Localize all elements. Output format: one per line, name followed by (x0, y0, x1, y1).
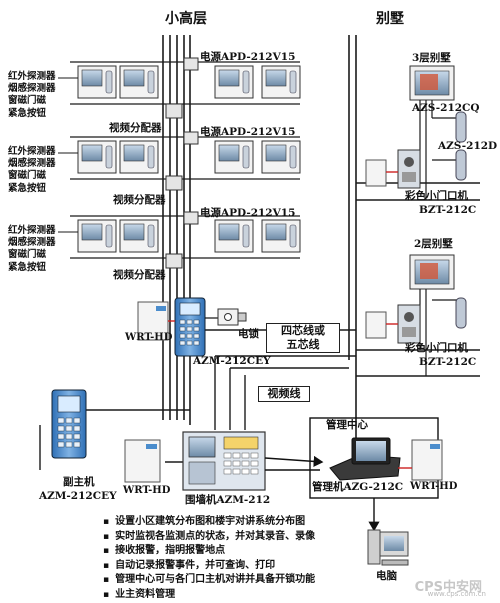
monitor-screen (123, 69, 145, 87)
monitor-handset (289, 224, 297, 248)
wall-unit-panel (182, 431, 266, 491)
monitor-screen (81, 69, 103, 87)
feature-item: 管理中心可与各门口主机对讲并具备开锁功能 (103, 573, 315, 588)
power-supply-box (183, 57, 199, 71)
power-supply-label-1: 电源APD-212V15 (200, 51, 296, 63)
riser-lines (162, 35, 191, 425)
monitor-handset (242, 224, 250, 248)
villa-risers (348, 35, 357, 455)
computer-icon (367, 529, 409, 566)
sub-host-label: 副主机 AZM-212CEY (39, 476, 117, 502)
villa3-monitor-label: AZS-212CQ (412, 102, 480, 114)
video-splitter-label-2: 视频分配器 (113, 194, 166, 206)
floor-groups (58, 57, 301, 269)
villa3-wrt-hd (365, 159, 398, 187)
villa2-handset (455, 297, 467, 329)
sub-host-panel (51, 389, 87, 459)
monitor-screen (218, 144, 240, 162)
villa2-monitor (409, 254, 455, 290)
power-supply-label-2: 电源APD-212V15 (200, 126, 296, 138)
monitor-screen (218, 223, 240, 241)
sensor-labels-1: 红外探测器烟感探测器窗磁门磁紧急按钮 (8, 71, 56, 119)
villa2-title: 2层别墅 (414, 238, 453, 250)
electric-lock-icon (205, 308, 247, 326)
monitor-handset (289, 145, 297, 169)
feature-item: 接收报警，指明报警地点 (103, 544, 315, 559)
monitor-screen (218, 69, 240, 87)
wrt-hd-unit-3 (398, 439, 443, 481)
video-line-label: 视频线 (258, 386, 310, 402)
wall-unit-label: 围墙机AZM-212 (185, 494, 271, 506)
monitor-handset (105, 145, 113, 169)
monitor-screen (123, 144, 145, 162)
monitor-handset (242, 70, 250, 94)
monitor-screen (265, 69, 287, 87)
main-unit-label: AZM-212CEY (193, 355, 271, 367)
monitor-handset (105, 70, 113, 94)
monitor-handset (105, 224, 113, 248)
main-door-panel (174, 297, 206, 357)
villa3-monitor (409, 65, 455, 101)
section-title-villa: 别墅 (376, 11, 404, 27)
video-splitter-box (165, 253, 183, 269)
wrt-hd-unit-2 (124, 439, 161, 483)
villa3-extension-label: AZS-212D (438, 140, 498, 152)
monitor-handset (147, 145, 155, 169)
power-supply-label-3: 电源APD-212V15 (200, 207, 296, 219)
villa3-door-station (397, 149, 421, 189)
feature-list: 设置小区建筑分布图和楼宇对讲系统分布图 实时监视各监测点的状态，并对其录音、录像… (103, 515, 315, 603)
monitor-screen (123, 223, 145, 241)
monitor-screen (265, 144, 287, 162)
villa3-handset (455, 111, 467, 181)
video-splitter-label-1: 视频分配器 (109, 122, 162, 134)
monitor-handset (289, 70, 297, 94)
watermark-logo: CPS中安网 (414, 580, 482, 595)
wrt-hd-label-1: WRT-HD (125, 332, 173, 343)
computer-label: 电脑 (376, 570, 397, 582)
wrt-hd-label-2: WRT-HD (123, 485, 171, 496)
villa3-title: 3层别墅 (412, 52, 451, 64)
management-host (329, 437, 401, 481)
four-core-wire-label: 四芯线或五芯线 (266, 323, 340, 353)
sensor-labels-2: 红外探测器烟感探测器窗磁门磁紧急按钮 (8, 146, 56, 194)
feature-item: 业主资料管理 (103, 588, 315, 603)
villa2-door-station (397, 304, 421, 344)
monitor-handset (147, 70, 155, 94)
sensor-labels-3: 红外探测器烟感探测器窗磁门磁紧急按钮 (8, 225, 56, 273)
wrt-hd-label-3: WRT-HD (410, 481, 458, 492)
monitor-handset (242, 145, 250, 169)
monitor-screen (81, 223, 103, 241)
power-supply-box (183, 211, 199, 225)
wrt-hd-unit-1 (137, 301, 175, 341)
video-splitter-label-3: 视频分配器 (113, 269, 166, 281)
feature-item: 设置小区建筑分布图和楼宇对讲系统分布图 (103, 515, 315, 530)
monitor-screen (81, 144, 103, 162)
power-supply-box (183, 131, 199, 145)
monitor-handset (147, 224, 155, 248)
watermark-url: www.cps.com.cn (427, 590, 486, 598)
video-splitter-box (165, 175, 183, 191)
video-splitter-box (165, 103, 183, 119)
feature-item: 实时监视各监测点的状态，并对其录音、录像 (103, 530, 315, 545)
monitor-screen (265, 223, 287, 241)
management-host-label: 管理机AZG-212C (312, 481, 404, 493)
electric-lock-label: 电锁 (238, 328, 259, 340)
villa2-wrt-hd (365, 311, 398, 339)
management-center-label: 管理中心 (326, 419, 368, 431)
feature-item: 自动记录报警事件，并可查询、打印 (103, 559, 315, 574)
section-title-high-rise: 小高层 (165, 11, 207, 27)
